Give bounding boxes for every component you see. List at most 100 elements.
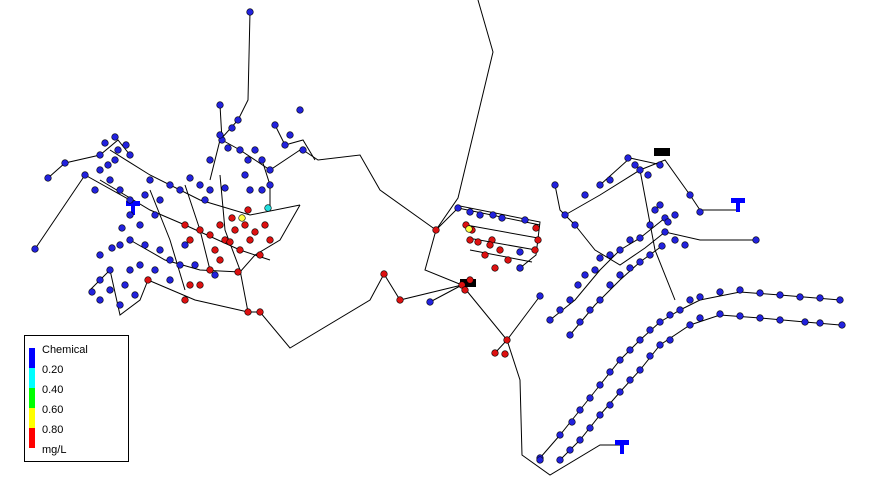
junction-node — [31, 245, 39, 253]
junction-node — [96, 166, 104, 174]
junction-node — [631, 161, 639, 169]
junction-node — [216, 101, 224, 109]
junction-node-high — [466, 236, 474, 244]
junction-node — [616, 388, 624, 396]
junction-node-high — [261, 221, 269, 229]
junction-node — [118, 224, 126, 232]
junction-node — [561, 211, 569, 219]
junction-node — [141, 191, 149, 199]
junction-node — [736, 312, 744, 320]
junction-node — [266, 166, 274, 174]
junction-node-high — [206, 266, 214, 274]
legend-unit: mg/L — [42, 444, 67, 456]
junction-node — [216, 131, 224, 139]
junction-node-high — [226, 238, 234, 246]
junction-node-high — [380, 270, 388, 278]
junction-node — [156, 246, 164, 254]
junction-node — [196, 181, 204, 189]
junction-node — [596, 296, 604, 304]
junction-node — [656, 318, 664, 326]
junction-node — [224, 144, 232, 152]
legend-band-3 — [29, 388, 35, 408]
junction-node — [696, 208, 704, 216]
junction-node — [122, 141, 130, 149]
junction-node — [591, 266, 599, 274]
junction-node — [166, 276, 174, 284]
junction-node — [516, 264, 524, 272]
junction-node-high — [228, 214, 236, 222]
junction-node — [626, 346, 634, 354]
trunk-east-loop — [435, 205, 541, 269]
junction-node — [106, 266, 114, 274]
junction-node — [126, 151, 134, 159]
junction-node — [96, 151, 104, 159]
pipe-cross-1 — [149, 189, 186, 291]
junction-node — [576, 318, 584, 326]
junction-node — [114, 146, 122, 154]
junction-node — [616, 356, 624, 364]
junction-node-high — [241, 221, 249, 229]
pipe-cross-3 — [219, 174, 249, 313]
junction-node — [656, 161, 664, 169]
junction-node — [286, 131, 294, 139]
junction-node — [671, 236, 679, 244]
junction-node — [581, 271, 589, 279]
junction-node — [776, 291, 784, 299]
junction-node — [206, 156, 214, 164]
junction-node — [636, 366, 644, 374]
junction-node — [756, 314, 764, 322]
junction-node — [586, 394, 594, 402]
tank-group — [126, 148, 745, 454]
junction-node-high — [504, 256, 512, 264]
junction-node — [596, 411, 604, 419]
junction-node-high — [534, 236, 542, 244]
legend-tick-1: 0.20 — [42, 364, 64, 376]
junction-node — [521, 216, 529, 224]
junction-node — [671, 211, 679, 219]
junction-node — [586, 306, 594, 314]
junction-node — [221, 184, 229, 192]
junction-node — [686, 321, 694, 329]
pipe-southwest — [89, 269, 149, 316]
junction-node — [556, 306, 564, 314]
junction-node-mid — [238, 214, 246, 222]
junction-node-high — [186, 236, 194, 244]
junction-node — [646, 326, 654, 334]
junction-node — [606, 251, 614, 259]
junction-node-mid — [264, 204, 272, 212]
junction-node — [816, 319, 824, 327]
junction-node — [576, 436, 584, 444]
junction-node — [151, 266, 159, 274]
junction-node — [838, 321, 846, 329]
junction-node — [546, 316, 554, 324]
junction-node — [166, 181, 174, 189]
junction-node-high — [432, 226, 440, 234]
junction-node — [241, 171, 249, 179]
pump-center — [460, 279, 476, 287]
junction-node — [656, 341, 664, 349]
junction-node — [536, 456, 544, 464]
junction-node — [116, 186, 124, 194]
junction-node — [586, 424, 594, 432]
junction-node — [801, 318, 809, 326]
junction-node — [44, 174, 52, 182]
junction-node-high — [501, 350, 509, 358]
junction-node-high — [251, 228, 259, 236]
junction-node — [126, 266, 134, 274]
legend-tick-4: 0.80 — [42, 424, 64, 436]
junction-node — [566, 296, 574, 304]
junction-node-high — [461, 286, 469, 294]
junction-node-high — [216, 221, 224, 229]
junction-node-high — [503, 336, 511, 344]
junction-node-high — [144, 276, 152, 284]
junction-node — [606, 368, 614, 376]
junction-node — [454, 204, 462, 212]
junction-node-high — [486, 241, 494, 249]
legend-tick-3: 0.60 — [42, 404, 64, 416]
junction-node — [258, 156, 266, 164]
pipe-sub-4 — [469, 249, 533, 263]
junction-node-high — [266, 236, 274, 244]
junction-node — [626, 264, 634, 272]
junction-node — [616, 246, 624, 254]
trunk-north — [424, 0, 494, 286]
